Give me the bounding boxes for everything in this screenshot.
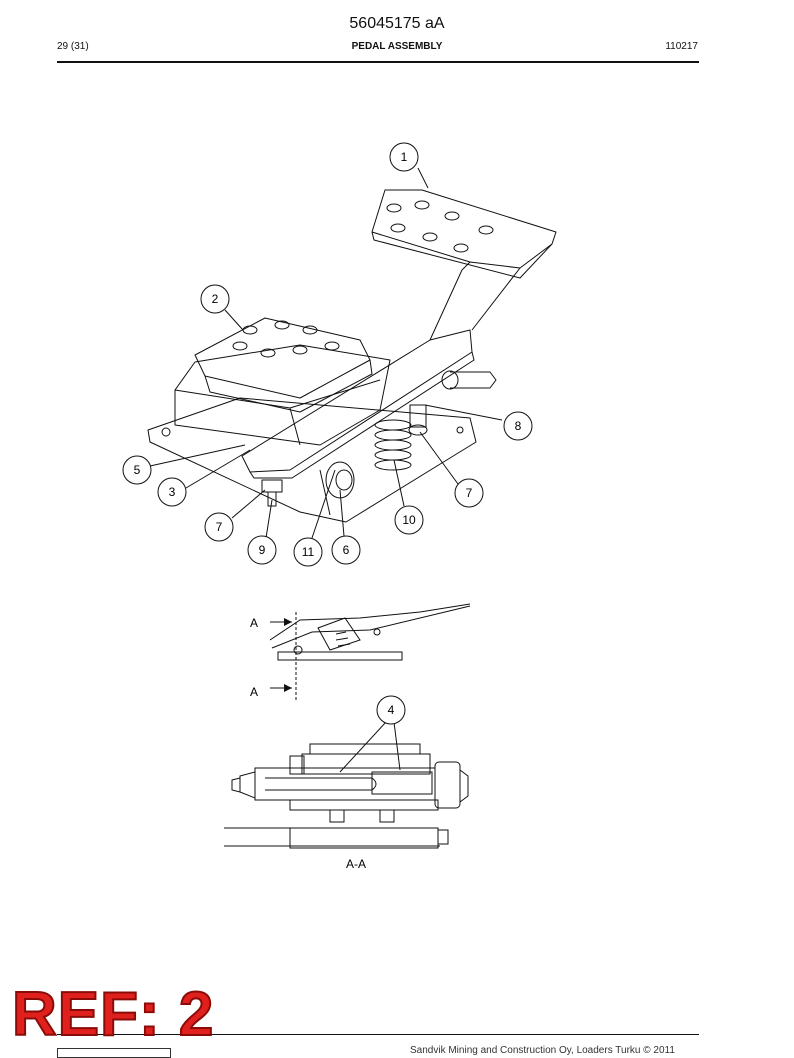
footer-copyright: Sandvik Mining and Construction Oy, Load… xyxy=(410,1045,675,1056)
callout-10: 10 xyxy=(394,505,424,535)
svg-text:3: 3 xyxy=(169,485,176,499)
svg-text:4: 4 xyxy=(388,703,395,717)
svg-text:8: 8 xyxy=(515,419,522,433)
doc-date: 110217 xyxy=(665,41,698,52)
section-mark-upper: A xyxy=(250,616,258,630)
pedal-2-plate xyxy=(194,317,373,413)
page-count: 29 (31) xyxy=(57,41,89,52)
header-rule xyxy=(57,61,699,63)
stop-screw-rear xyxy=(408,404,428,436)
svg-text:7: 7 xyxy=(216,520,223,534)
svg-text:1: 1 xyxy=(401,150,408,164)
svg-text:9: 9 xyxy=(259,543,266,557)
svg-text:2: 2 xyxy=(212,292,219,306)
callout-9: 9 xyxy=(247,535,277,565)
section-mark-lower: A xyxy=(250,685,258,699)
callout-11: 11 xyxy=(293,537,323,567)
footer-rule xyxy=(57,1034,699,1035)
side-view xyxy=(269,603,471,700)
svg-text:11: 11 xyxy=(302,545,315,559)
callout-2: 2 xyxy=(200,284,230,314)
svg-text:10: 10 xyxy=(402,513,416,527)
spring xyxy=(374,419,412,471)
svg-text:6: 6 xyxy=(343,543,350,557)
callout-4: 4 xyxy=(376,695,406,725)
leader-lines-section xyxy=(339,721,401,773)
axle xyxy=(441,370,497,390)
section-view xyxy=(224,743,469,849)
pedal-1-lever xyxy=(241,189,557,479)
callout-5: 5 xyxy=(122,455,152,485)
callout-7-front: 7 xyxy=(204,512,234,542)
svg-text:5: 5 xyxy=(134,463,141,477)
pivot-nut xyxy=(319,461,355,516)
section-arrows xyxy=(270,618,292,692)
leader-lines xyxy=(149,167,503,539)
stop-screw-front xyxy=(261,479,283,507)
base-plate xyxy=(147,397,477,523)
doc-number: 56045175 aA xyxy=(349,15,445,32)
ref-stamp: REF: 2 xyxy=(11,980,215,1049)
page-title: PEDAL ASSEMBLY xyxy=(351,41,443,52)
section-label: A-A xyxy=(346,857,366,871)
callout-3: 3 xyxy=(157,477,187,507)
callout-7-rear: 7 xyxy=(454,478,484,508)
housing xyxy=(174,344,391,446)
callout-1: 1 xyxy=(389,142,419,172)
svg-text:7: 7 xyxy=(466,486,473,500)
footer-logo xyxy=(57,1048,171,1058)
callout-6: 6 xyxy=(331,535,361,565)
callout-8: 8 xyxy=(503,411,533,441)
